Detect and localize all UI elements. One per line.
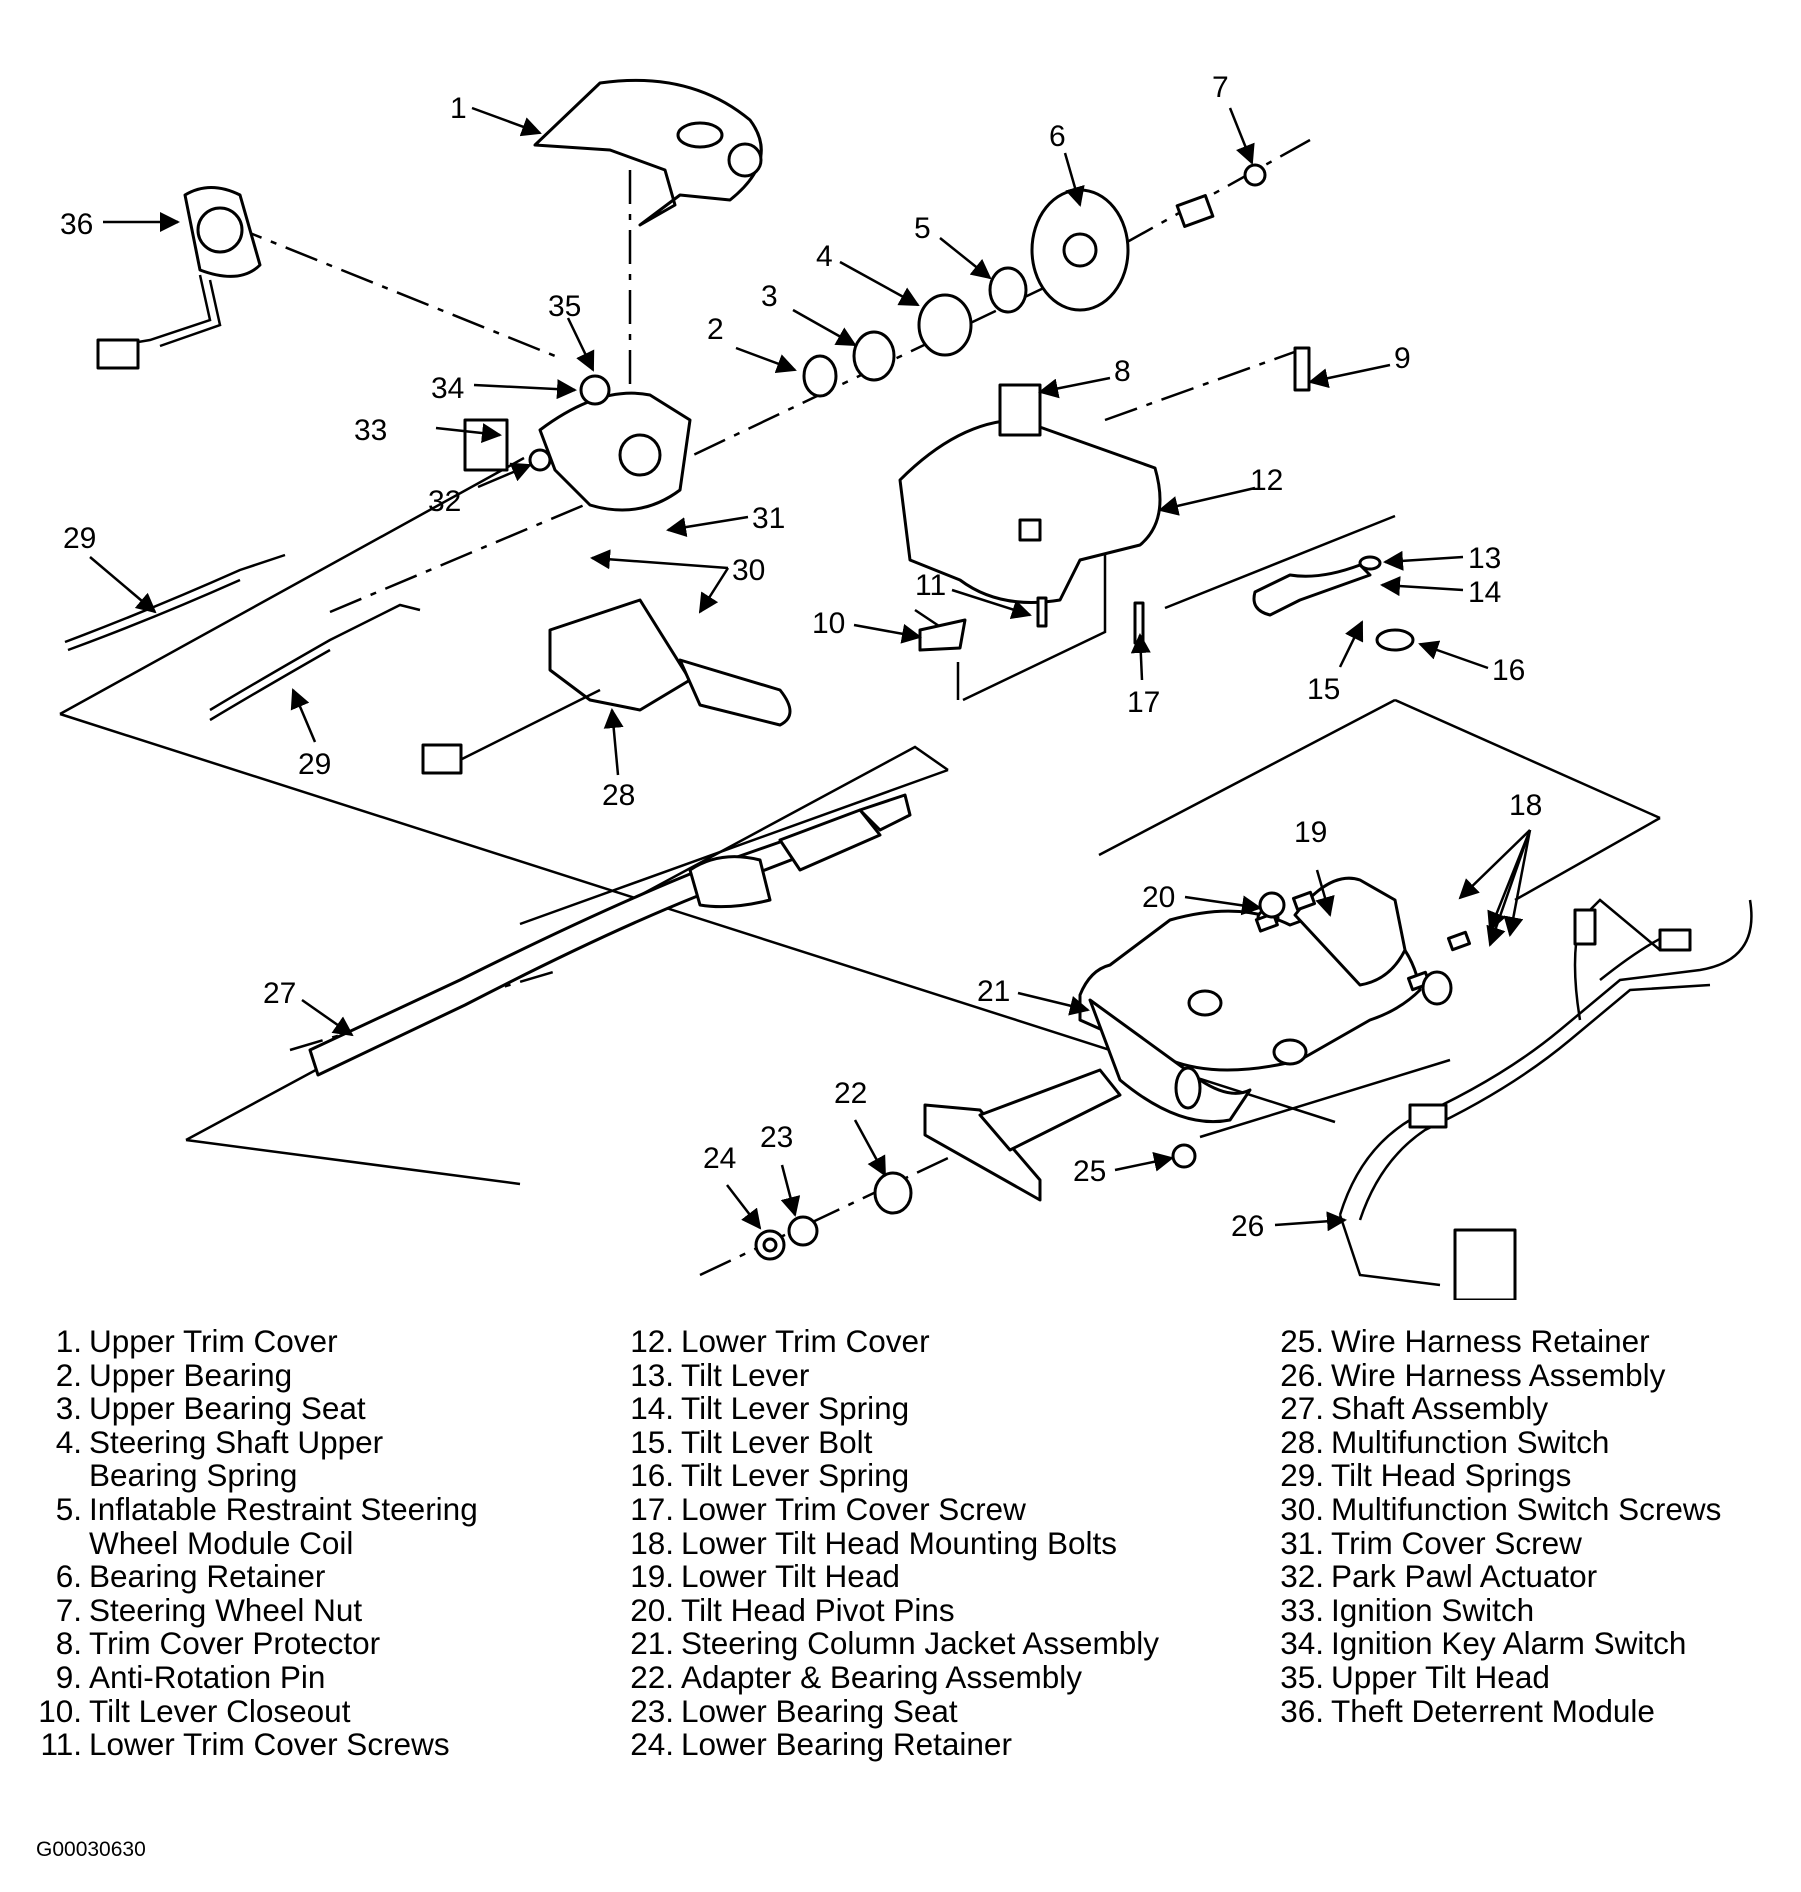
part-lower-column-parts bbox=[754, 1143, 1197, 1261]
legend-column-2: 12.Lower Trim Cover 13.Tilt Lever 14.Til… bbox=[618, 1323, 1159, 1763]
legend-item: 2.Upper Bearing bbox=[55, 1356, 293, 1393]
callout-19: 19 bbox=[1294, 816, 1327, 849]
callout-12: 12 bbox=[1250, 464, 1283, 497]
legend-item: 26.Wire Harness Assembly bbox=[1280, 1356, 1666, 1393]
part-lower-trim-cover bbox=[898, 383, 1162, 604]
figure-id: G00030630 bbox=[36, 1838, 146, 1861]
callout-30: 30 bbox=[732, 554, 765, 587]
callout-35: 35 bbox=[548, 290, 581, 323]
callout-4: 4 bbox=[816, 240, 833, 273]
legend-item: 36.Theft Deterrent Module bbox=[1280, 1692, 1655, 1729]
legend-item: 15.Tilt Lever Bolt bbox=[630, 1423, 873, 1460]
callout-7: 7 bbox=[1212, 71, 1229, 104]
legend-item: 14.Tilt Lever Spring bbox=[630, 1390, 910, 1427]
legend-item: 18.Lower Tilt Head Mounting Bolts bbox=[630, 1524, 1117, 1561]
legend-item: 21.Steering Column Jacket Assembly bbox=[630, 1625, 1159, 1662]
exploded-view-diagram: 1 2 3 4 5 6 7 8 9 10 11 12 13 14 15 16 1… bbox=[59, 71, 1753, 1300]
callout-22: 22 bbox=[834, 1077, 867, 1110]
part-lower-tilt-head-bolts bbox=[1254, 890, 1472, 1006]
callout-17: 17 bbox=[1127, 686, 1160, 719]
callout-25: 25 bbox=[1073, 1155, 1106, 1188]
part-upper-trim-cover bbox=[533, 78, 763, 227]
legend-item: 20.Tilt Head Pivot Pins bbox=[630, 1591, 955, 1628]
part-theft-deterrent-module bbox=[96, 186, 262, 370]
callout-3: 3 bbox=[761, 280, 778, 313]
callout-8: 8 bbox=[1114, 355, 1131, 388]
callout-34: 34 bbox=[431, 372, 464, 405]
part-shaft-assembly bbox=[308, 793, 912, 1077]
legend-item-continuation: Bearing Spring bbox=[89, 1457, 298, 1494]
callout-10: 10 bbox=[812, 607, 845, 640]
callout-21: 21 bbox=[977, 975, 1010, 1008]
callout-27: 27 bbox=[263, 977, 296, 1010]
legend-item: 34.Ignition Key Alarm Switch bbox=[1280, 1625, 1687, 1662]
legend-item: 16.Tilt Lever Spring bbox=[630, 1457, 910, 1494]
callout-18: 18 bbox=[1509, 789, 1542, 822]
legend-item: 4.Steering Shaft Upper bbox=[55, 1423, 384, 1460]
callout-36: 36 bbox=[60, 208, 93, 241]
callout-24: 24 bbox=[703, 1142, 736, 1175]
part-upper-tilt-head bbox=[463, 374, 692, 512]
callout-9: 9 bbox=[1394, 342, 1411, 375]
legend-item: 32.Park Pawl Actuator bbox=[1280, 1558, 1598, 1595]
legend-item: 31.Trim Cover Screw bbox=[1280, 1524, 1582, 1561]
callout-14: 14 bbox=[1468, 576, 1501, 609]
legend-item: 27.Shaft Assembly bbox=[1280, 1390, 1549, 1427]
legend-item-continuation: Wheel Module Coil bbox=[89, 1524, 354, 1561]
callout-11: 11 bbox=[915, 569, 946, 602]
callout-31: 31 bbox=[752, 502, 785, 535]
part-multifunction-switch bbox=[421, 598, 792, 775]
legend-item: 23.Lower Bearing Seat bbox=[630, 1692, 958, 1729]
legend-item: 9.Anti-Rotation Pin bbox=[55, 1658, 326, 1695]
legend-item: 35.Upper Tilt Head bbox=[1280, 1658, 1550, 1695]
legend-item: 28.Multifunction Switch bbox=[1280, 1423, 1610, 1460]
callout-5: 5 bbox=[914, 212, 931, 245]
callout-32: 32 bbox=[428, 485, 461, 518]
legend-item: 10.Tilt Lever Closeout bbox=[38, 1692, 351, 1729]
part-shaft-components bbox=[802, 163, 1267, 398]
legend-item: 1.Upper Trim Cover bbox=[55, 1323, 338, 1359]
callout-28: 28 bbox=[602, 779, 635, 812]
legend-item: 19.Lower Tilt Head bbox=[630, 1558, 900, 1595]
part-wire-harness-assembly bbox=[1338, 898, 1753, 1300]
callout-labels: 1 2 3 4 5 6 7 8 9 10 11 12 13 14 15 16 1… bbox=[60, 71, 1542, 1243]
legend-item: 13.Tilt Lever bbox=[630, 1356, 810, 1393]
callout-6: 6 bbox=[1049, 120, 1066, 153]
callout-23: 23 bbox=[760, 1121, 793, 1154]
legend-item: 6.Bearing Retainer bbox=[55, 1558, 326, 1595]
callout-16: 16 bbox=[1492, 654, 1525, 687]
callout-2: 2 bbox=[707, 313, 724, 346]
legend-item: 33.Ignition Switch bbox=[1280, 1591, 1535, 1628]
part-tilt-head-springs bbox=[64, 553, 421, 722]
callout-20: 20 bbox=[1142, 881, 1175, 914]
legend-item: 24.Lower Bearing Retainer bbox=[630, 1726, 1012, 1763]
legend-item: 7.Steering Wheel Nut bbox=[55, 1591, 363, 1628]
part-steering-column-jacket bbox=[923, 876, 1422, 1202]
legend-item: 3.Upper Bearing Seat bbox=[55, 1390, 366, 1427]
legend-item: 11.Lower Trim Cover Screws bbox=[40, 1726, 450, 1763]
callout-26: 26 bbox=[1231, 1210, 1264, 1243]
legend-item: 25.Wire Harness Retainer bbox=[1280, 1323, 1650, 1359]
legend-item: 5.Inflatable Restraint Steering bbox=[55, 1490, 478, 1527]
callout-leader-lines bbox=[89, 106, 1532, 1232]
legend-column-1: 1.Upper Trim Cover 2.Upper Bearing 3.Upp… bbox=[36, 1323, 478, 1763]
legend-item: 29.Tilt Head Springs bbox=[1280, 1457, 1572, 1494]
legend-column-3: 25.Wire Harness Retainer 26.Wire Harness… bbox=[1268, 1323, 1722, 1729]
callout-1: 1 bbox=[450, 92, 467, 125]
part-anti-rotation-pin bbox=[1293, 346, 1311, 392]
callout-15: 15 bbox=[1307, 673, 1340, 706]
callout-29-upper: 29 bbox=[63, 522, 96, 555]
callout-29-lower: 29 bbox=[298, 748, 331, 781]
callout-13: 13 bbox=[1468, 542, 1501, 575]
legend-item: 17.Lower Trim Cover Screw bbox=[630, 1490, 1026, 1527]
callout-33: 33 bbox=[354, 414, 387, 447]
legend-item: 30.Multifunction Switch Screws bbox=[1280, 1490, 1722, 1527]
legend-item: 12.Lower Trim Cover bbox=[630, 1323, 930, 1359]
legend-item: 22.Adapter & Bearing Assembly bbox=[630, 1658, 1082, 1695]
legend-item: 8.Trim Cover Protector bbox=[55, 1625, 381, 1662]
